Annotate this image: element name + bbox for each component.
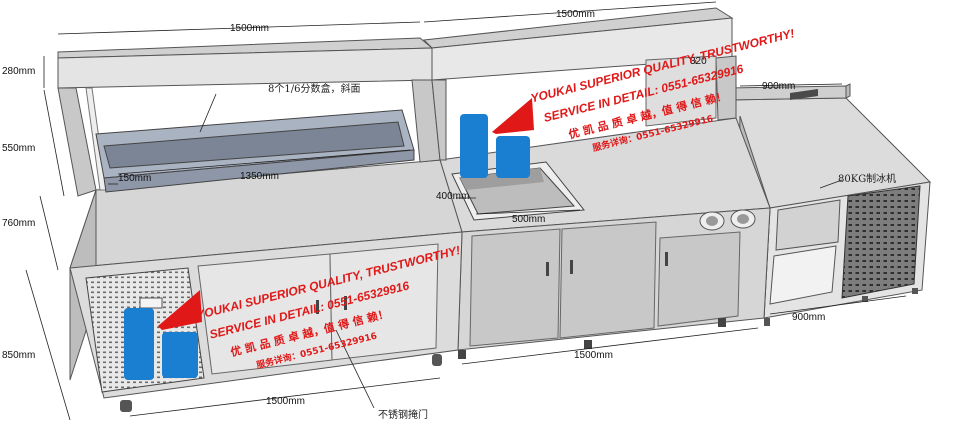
cup-holder-fixture (699, 209, 756, 231)
dim-top-mid: 1500mm (556, 9, 595, 20)
door-note: 不锈钢掩门 (378, 408, 428, 421)
sink-unit (439, 117, 771, 359)
dim-base-height: 850mm (2, 350, 35, 361)
dim-gantry-height: 550mm (2, 143, 35, 154)
dim-right-top: 900mm (762, 81, 795, 92)
dim-top-left: 1500mm (230, 23, 269, 34)
ice-maker-note: 80KG制冰机 (838, 172, 896, 185)
gantry-middle (422, 7, 737, 161)
dim-box-length: 1350mm (240, 171, 279, 182)
dim-upper-height: 760mm (2, 218, 35, 229)
gantry-left (57, 37, 441, 197)
dim-small-label: 320 (690, 56, 707, 67)
brand-logo-upper (460, 98, 534, 178)
dim-box-depth: 150mm (118, 173, 151, 184)
dim-sink-width: 500mm (512, 214, 545, 225)
brand-logo-lower (124, 290, 202, 380)
dim-bottom-mid: 1500mm (574, 350, 613, 361)
dim-shelf-height: 280mm (2, 66, 35, 77)
dimension-lines (25, 1, 907, 421)
dim-right-bottom: 900mm (792, 312, 825, 323)
box-note: 8个1/6分数盒，斜面 (268, 82, 360, 95)
dim-bottom-left: 1500mm (266, 396, 305, 407)
fractional-box-tray (95, 109, 415, 193)
dim-sink-depth: 400mm (436, 191, 469, 202)
